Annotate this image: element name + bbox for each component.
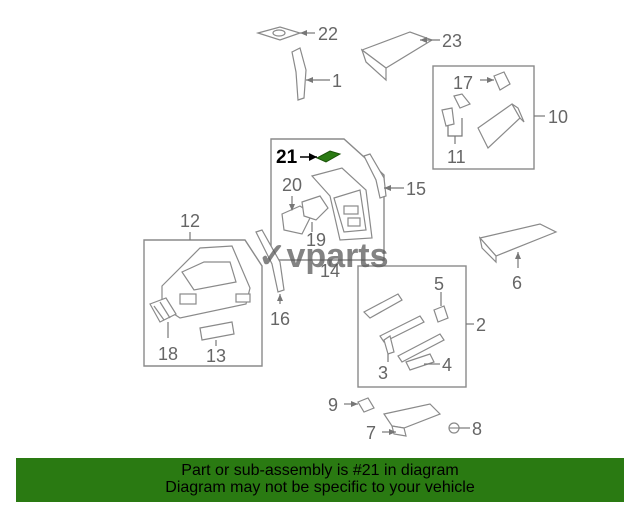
part-17[interactable] (480, 71, 511, 91)
part-8[interactable] (448, 422, 470, 434)
part-6[interactable] (478, 223, 558, 268)
banner-line-1: Part or sub-assembly is #21 in diagram (181, 462, 459, 479)
info-banner: Part or sub-assembly is #21 in diagram D… (16, 458, 624, 502)
watermark-logo: ✓vparts (258, 237, 389, 275)
callout-10: 10 (548, 107, 568, 127)
callout-7: 7 (366, 423, 376, 443)
callout-13: 13 (206, 346, 226, 366)
part-19[interactable] (301, 195, 329, 232)
callout-1: 1 (332, 71, 342, 91)
box-2 (357, 265, 474, 388)
part-4[interactable] (405, 353, 440, 371)
callout-9: 9 (328, 395, 338, 415)
part-5[interactable] (433, 292, 449, 323)
box-10 (432, 65, 545, 170)
callout-17: 17 (453, 73, 473, 93)
part-22[interactable] (255, 26, 315, 41)
part-7[interactable] (382, 403, 442, 437)
part-12[interactable] (161, 245, 251, 319)
part-11[interactable] (441, 93, 471, 144)
callout-6: 6 (512, 273, 522, 293)
callout-15: 15 (406, 179, 426, 199)
callout-20: 20 (282, 175, 302, 195)
callout-21: 21 (276, 147, 298, 168)
callout-4: 4 (442, 355, 452, 375)
box-12 (143, 232, 263, 367)
callout-8: 8 (472, 419, 482, 439)
callout-12: 12 (180, 211, 200, 231)
part-10[interactable] (477, 103, 525, 149)
callout-3: 3 (378, 363, 388, 383)
banner-line-2: Diagram may not be specific to your vehi… (165, 479, 475, 496)
callout-18: 18 (158, 344, 178, 364)
callout-11: 11 (447, 147, 466, 167)
callout-16: 16 (270, 309, 290, 329)
parts-diagram: 22 23 1 (143, 24, 568, 443)
callout-14: 14 (320, 261, 340, 281)
part-23[interactable] (360, 31, 440, 82)
part-13[interactable] (199, 321, 235, 346)
part-1[interactable] (291, 47, 330, 101)
callout-19: 19 (306, 230, 326, 250)
part-18[interactable] (149, 297, 177, 338)
part-14[interactable] (310, 167, 373, 241)
part-21[interactable] (300, 150, 342, 163)
callout-23: 23 (442, 31, 462, 51)
callout-2: 2 (476, 315, 486, 335)
part-16[interactable] (255, 229, 285, 304)
part-9[interactable] (344, 397, 375, 413)
box-14 (270, 138, 385, 266)
part-3[interactable] (383, 335, 395, 362)
part-15[interactable] (363, 153, 404, 199)
callout-5: 5 (434, 274, 444, 294)
callout-22: 22 (318, 24, 338, 44)
part-2[interactable] (363, 293, 445, 363)
